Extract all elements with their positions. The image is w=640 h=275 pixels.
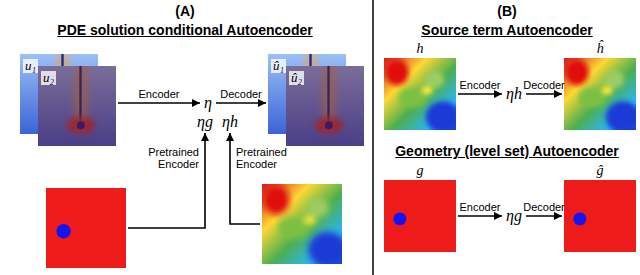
latent-code: ηg — [504, 207, 524, 225]
latent-symbol: ηg — [504, 207, 524, 225]
source-image — [262, 184, 347, 267]
image-label: u₁ — [23, 59, 38, 73]
arrow-label-holder: Encoder — [139, 88, 180, 100]
panel-title-holder: (B) — [497, 3, 516, 19]
panel-title: Geometry (level set) Autoencoder — [395, 143, 619, 159]
latent-symbol: η — [202, 94, 214, 112]
latent-code: ηg — [195, 113, 215, 131]
geometry-image — [46, 188, 126, 268]
image-label: g — [384, 163, 456, 178]
latent-symbol: ηh — [220, 113, 240, 131]
panel-title-holder: Geometry (level set) Autoencoder — [395, 143, 619, 159]
panel-divider — [372, 0, 374, 275]
panel-title-holder: (A) — [175, 3, 194, 19]
field-image: û₁ — [268, 54, 346, 134]
geometry-image — [384, 180, 456, 252]
geometry-image — [46, 188, 126, 268]
field-image: u₂ — [38, 66, 116, 146]
image-label: h — [384, 41, 456, 56]
arrow-label-holder: Encoder — [460, 201, 501, 213]
panel-title-holder: Source term Autoencoder — [421, 22, 592, 38]
arrow-label: Decoder — [523, 201, 565, 213]
source-image: h — [384, 58, 456, 130]
arrow-connector — [128, 133, 205, 228]
arrow-label: Pretrained Encoder — [141, 146, 199, 170]
field-image — [286, 58, 364, 146]
arrow-label: Encoder — [460, 201, 501, 213]
panel-title: (B) — [497, 3, 516, 19]
image-label: ĥ — [564, 41, 636, 56]
source-image — [262, 184, 342, 264]
arrow-label: Decoder — [523, 79, 565, 91]
arrow-connector — [118, 102, 200, 104]
geometry-image: ĝ — [564, 180, 636, 252]
latent-code: ηh — [220, 113, 240, 131]
latent-code: η — [202, 94, 214, 112]
source-image — [384, 58, 460, 133]
panel-title: Source term Autoencoder — [421, 22, 592, 38]
arrow-label: Pretrained Encoder — [236, 146, 294, 170]
arrow-label-holder: Decoder — [523, 79, 565, 91]
arrow-label-holder: Decoder — [523, 201, 565, 213]
arrow-label-holder: Decoder — [220, 88, 262, 100]
image-label: ĝ — [564, 163, 636, 178]
geometry-image — [564, 180, 636, 252]
panel-title: (A) — [175, 3, 194, 19]
field-image — [38, 58, 116, 146]
field-image: u₁ — [20, 54, 98, 134]
field-image: û₂ — [286, 66, 364, 146]
arrow-label: Encoder — [139, 88, 180, 100]
image-label: û₂ — [289, 71, 304, 85]
geometry-image: g — [384, 180, 456, 252]
image-label: u₂ — [41, 71, 56, 85]
arrow-connector — [216, 102, 266, 104]
arrow-connector — [526, 93, 562, 95]
arrow-connector — [458, 215, 502, 217]
arrow-connector — [458, 93, 502, 95]
panel-title-holder: PDE solution conditional Autoencoder — [57, 22, 312, 38]
arrow-label-holder: Encoder — [460, 79, 501, 91]
latent-code: ηh — [504, 85, 524, 103]
latent-symbol: ηg — [195, 113, 215, 131]
arrow-label-holder: Pretrained Encoder — [236, 146, 294, 170]
arrow-connector — [526, 215, 562, 217]
arrow-label: Encoder — [460, 79, 501, 91]
panel-title: PDE solution conditional Autoencoder — [57, 22, 312, 38]
source-image — [564, 58, 640, 133]
latent-symbol: ηh — [504, 85, 524, 103]
arrow-label: Decoder — [220, 88, 262, 100]
source-image: ĥ — [564, 58, 636, 130]
image-label: û₁ — [271, 59, 286, 73]
arrow-label-holder: Pretrained Encoder — [141, 146, 199, 170]
